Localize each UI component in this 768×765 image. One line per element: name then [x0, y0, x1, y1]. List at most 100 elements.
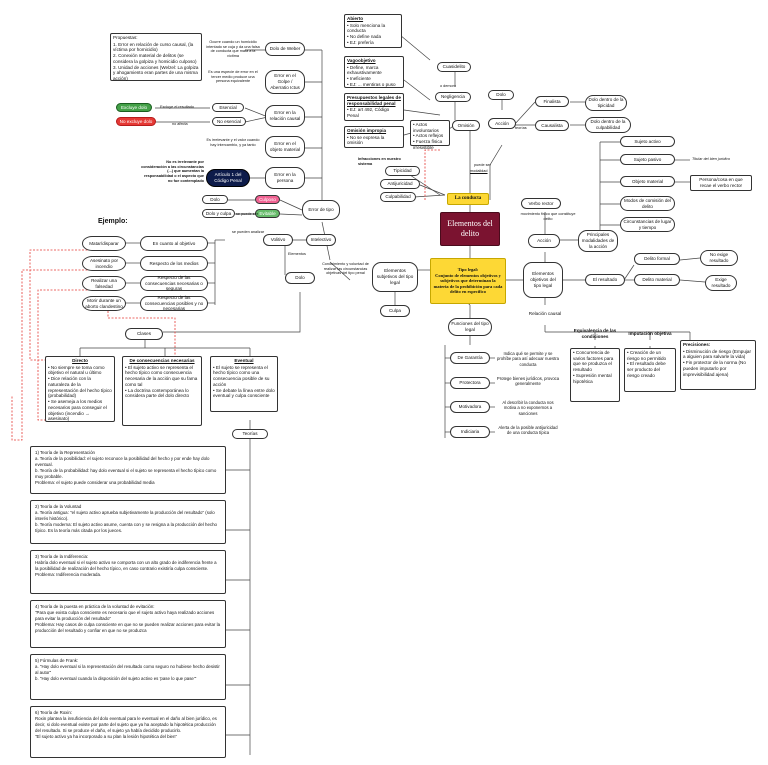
funcion-desc: Indica qué se permite y se prohíbe para …: [497, 351, 559, 367]
funcion-name: Protectora: [450, 376, 490, 389]
elementos-objetivos: Elementos objetivos del tipo legal: [523, 262, 563, 298]
equivalencia-box: • Concurrencia de varios factores para q…: [570, 348, 620, 402]
excluye-dolo: Excluye dolo: [116, 103, 152, 112]
ejemplo-item: Realizar una falsedad: [82, 276, 126, 291]
funcion-desc: Al describir la conducta nos motiva a no…: [502, 400, 554, 416]
teoria-box: 5) Fórmulas de Frank: a. "Hay dolo event…: [30, 654, 226, 700]
infracciones-note: Infracciones en nuestro sistema: [358, 157, 401, 166]
equivalencia-item: • Supresión mental hipotética: [573, 372, 612, 384]
abierto-item: • No define nada: [347, 34, 382, 40]
delito-formal: Delito formal: [634, 253, 680, 265]
error-relacion-causal: Error en la relación causal: [265, 105, 305, 127]
no-esencial: No esencial: [212, 117, 246, 126]
abierto-box: Abierto • Solo menciona la conducta• No …: [344, 14, 402, 48]
ejemplo-item: Matar/disparar: [82, 236, 126, 251]
objeto-note: Es irrelevante y el valor cuando hay int…: [206, 138, 260, 147]
clases: Clases: [125, 328, 163, 340]
funcion-name: Indiciaria: [450, 425, 490, 438]
precisiones-box: Precisiones: • Disminución de riesgo (Em…: [680, 340, 756, 390]
articulo-1: Artículo 1 del Código Penal: [206, 169, 250, 187]
volitivo-item: Respecto de los medios: [140, 256, 208, 271]
teoria-box: 2) Teoría de la Voluntad a. Teoría antig…: [30, 500, 226, 544]
funcion-name: Motivadora: [450, 401, 490, 413]
movimiento-note: movimiento físico que constituye delito: [520, 212, 576, 221]
exige-resultado: Exige resultado: [705, 275, 737, 291]
dolo-error: Dolo: [202, 195, 228, 204]
ejemplo-label: Ejemplo:: [98, 218, 128, 225]
accion-objetiva: Acción: [528, 234, 560, 248]
volitivo: Volitivo: [263, 234, 293, 246]
el-resultado: El resultado: [585, 274, 625, 286]
volitivo-item: En cuanto al objetivo: [140, 236, 208, 251]
elementos-subjetivos: Elementos subjetivos del tipo legal: [372, 262, 418, 292]
sujeto-pasivo: Sujeto pasivo: [620, 154, 675, 165]
propuesta-item: 3. Unidad de acciones (Welzel: La golpiz…: [113, 64, 199, 82]
dolo-consecuencias-box: De consecuencias necesarias • El sujeto …: [122, 356, 202, 426]
relacion-causal: Relación causal: [528, 311, 562, 317]
funcion-desc: Protege bienes jurídicos, provoca genera…: [496, 375, 560, 386]
actos-involuntarios: • Actos involuntarios • Actos reflejos •…: [410, 120, 450, 150]
funcion-desc: Alerta de la posible antijuricidad de un…: [498, 424, 558, 435]
imputacion-item: • El resultado debe ser producto del rie…: [627, 361, 666, 378]
precisiones-item: • Disminución de riesgo (Empujar a algui…: [683, 348, 751, 360]
se-puede-ser: se puede ser: [236, 212, 258, 216]
teoria-box: 3) Teoría de la Indiferencia: Habría dol…: [30, 550, 226, 594]
teorias-dolo-eventual: Teorías: [232, 429, 268, 439]
imputacion-box: • Creación de un riesgo no permitido• El…: [624, 348, 676, 392]
propuesta-item: 2. Conexión material de delitos (se cons…: [113, 53, 197, 64]
ejemplo-item: Asesinato por incendio: [82, 256, 126, 271]
tipicidad: Tipicidad: [385, 166, 420, 176]
propuesta-item: 1. Error en relación de curso causal, (l…: [113, 41, 194, 53]
puede-ser-label: puede ser: [474, 163, 491, 167]
teorias-label: teorías: [515, 126, 527, 130]
objeto-material: Objeto material: [620, 176, 675, 187]
elementos-del-delito: Elementos del delito: [440, 212, 500, 246]
cuasidelito: Cuasidelito: [437, 62, 471, 72]
dolo-directo-item: • No siempre se toma como objetivo el na…: [48, 364, 105, 376]
teoria-box: 4) Teoría de la puesta en práctica de la…: [30, 600, 226, 648]
la-conducta: La conducta: [447, 193, 489, 205]
negligencia: Negligencia: [435, 92, 471, 102]
culpabilidad: Culpabilidad: [380, 192, 416, 202]
weber-note: Ocurre cuando un homicidio intentado se …: [206, 40, 260, 59]
accion-conducta: Acción: [488, 118, 516, 129]
finalista: Finalista: [535, 96, 569, 107]
persona-note: No es irrelevante por consideración a la…: [141, 160, 204, 183]
culpa: Culpa: [380, 305, 410, 317]
teoria-box: 6) Teoría de Roxin: Roxin plantea la ins…: [30, 706, 226, 758]
dolo-eventual-item: • El sujeto se representa el hecho típic…: [213, 364, 270, 387]
no-afecta: no afecta: [172, 122, 188, 126]
modos-comision: Modos de comisión del delito: [620, 196, 675, 211]
vagoobjetivo-item: • Ineficiente: [347, 76, 371, 82]
no-exige-resultado: No exige resultado: [700, 250, 738, 266]
verbo-rector: Verbo rector: [521, 198, 561, 209]
error-persona: Error en la persona: [265, 167, 305, 189]
antijuricidad: Antijuricidad: [380, 179, 420, 189]
golpe-note: Es una especie de error en el tercer med…: [208, 70, 258, 84]
dolo-weber: Dolo de Weber: [265, 42, 305, 56]
modalidad-label: modalidad: [470, 169, 488, 173]
culposo: Culposo: [255, 195, 280, 204]
vagoobjetivo-item: • Define, marca exhaustivamente: [347, 64, 382, 76]
principales-modalidades: Principales modalidades de la acción: [578, 230, 618, 252]
vagoobjetivo-item: • EJ: ... mentiras o puso: [347, 81, 396, 87]
dolo-eventual-box: Eventual • El sujeto se representa el he…: [210, 356, 278, 412]
demora-note: o demora: [440, 84, 457, 88]
precisiones-item: • Fin protector de la norma (No pueden i…: [683, 360, 746, 377]
dolo-main: Dolo: [285, 272, 315, 284]
abierto-item: • Solo menciona la conducta: [347, 22, 386, 34]
imputacion-title: Imputación objetiva: [628, 331, 672, 337]
sujeto-activo: Sujeto activo: [620, 136, 675, 147]
dolo-directo-item: • Se asemeja a los medios necesarios par…: [48, 399, 107, 422]
equivalencia-title: Equivalencia de las condiciones: [573, 328, 617, 339]
conocimiento-note: Conocimiento y voluntad de realizar las …: [322, 262, 369, 276]
causalista: Causalista: [535, 120, 569, 131]
error-objeto-material: Error en el objeto material: [265, 136, 305, 158]
volitivo-item: Respecto de las consecuencias necesarias…: [140, 275, 208, 291]
dolo-eventual-item: • Se debate la línea entre dolo eventual…: [213, 387, 275, 399]
funcion-name: De Garantía: [450, 352, 490, 364]
esencial: Esencial: [212, 103, 244, 112]
dolo-directo-item: • Dice relación con la naturaleza de la …: [48, 376, 112, 399]
omision: Omisión: [452, 120, 480, 131]
propuestas-box: Propuestas: 1. Error en relación de curs…: [110, 33, 202, 81]
